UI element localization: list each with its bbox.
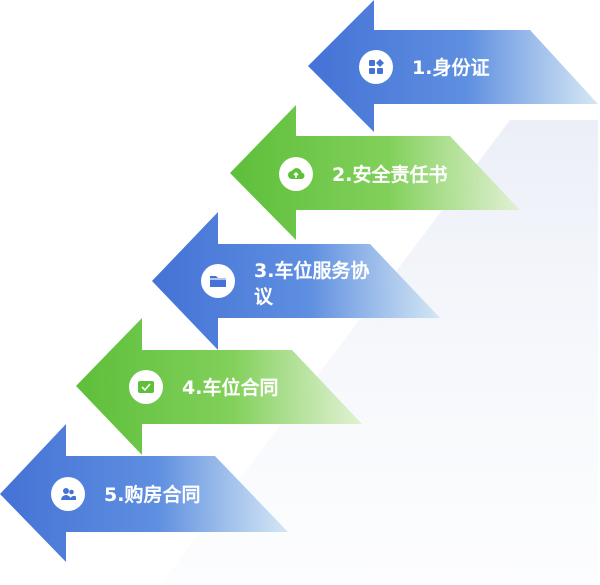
mail-check-icon <box>129 370 163 404</box>
step-arrow-2 <box>230 105 520 240</box>
step-label-5: 5.购房合同 <box>104 484 201 506</box>
step-label-4: 4.车位合同 <box>182 377 279 399</box>
staircase-shadow <box>160 120 598 585</box>
step-arrow-5 <box>0 424 288 562</box>
step-label-1: 1.身份证 <box>412 57 490 79</box>
step-arrow-3 <box>152 212 440 350</box>
id-card-grid-icon <box>359 50 393 84</box>
users-icon <box>51 477 85 511</box>
step-label-2: 2.安全责任书 <box>332 164 448 186</box>
step-label-3: 3.车位服务协议 <box>254 260 370 308</box>
step-arrow-4 <box>76 318 362 455</box>
folder-icon <box>201 264 235 298</box>
cloud-upload-icon <box>279 157 313 191</box>
step-arrow-1 <box>308 0 598 132</box>
